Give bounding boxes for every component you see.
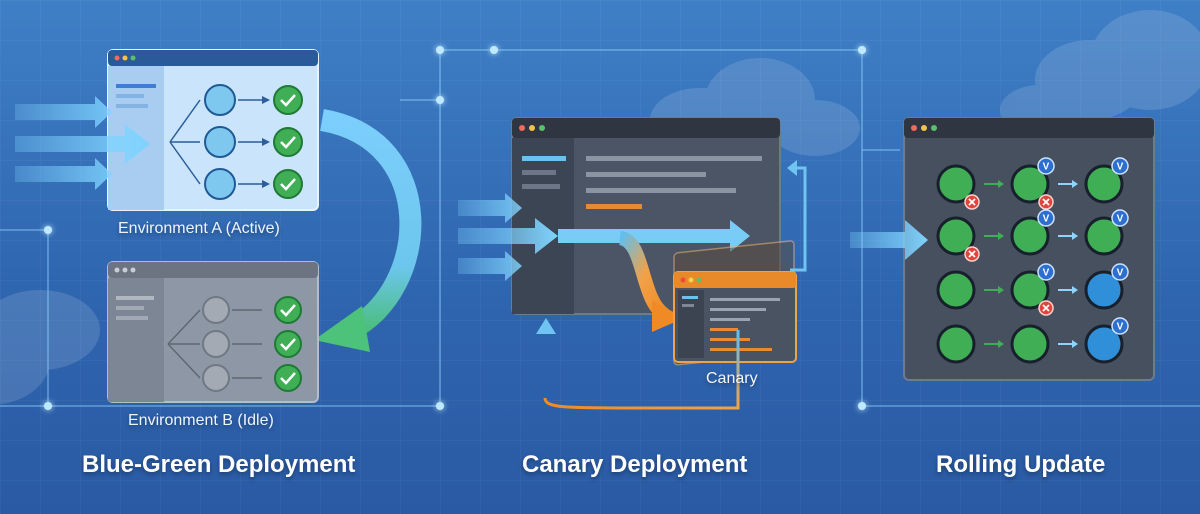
circuit-lines: [0, 49, 1200, 407]
progress-arrow-head: [998, 286, 1004, 294]
rolling-node-grid: V V V V V V V: [936, 157, 1129, 364]
pod-node: [936, 324, 976, 364]
progress-arrow-head: [998, 232, 1004, 240]
rolling-update-title: Rolling Update: [936, 451, 1106, 478]
error-cross: [968, 250, 976, 258]
version-badge-label: V: [1117, 268, 1124, 279]
version-badge-icon: [1037, 209, 1055, 227]
incoming-traffic-arrows: [15, 96, 150, 190]
version-badge-icon: [1111, 263, 1129, 281]
environment-b-label: Environment B (Idle): [128, 412, 274, 429]
pod-node: [1010, 216, 1050, 256]
error-cross: [1042, 198, 1050, 206]
canary-window: [673, 240, 797, 366]
pod-node: [1084, 270, 1124, 310]
pod-node: [1084, 216, 1124, 256]
version-badge-label: V: [1117, 322, 1124, 333]
pod-node: [1084, 164, 1124, 204]
check-icon: [274, 296, 302, 392]
progress-arrow-head: [998, 340, 1004, 348]
version-badge-label: V: [1043, 162, 1050, 173]
environment-b-window: [107, 261, 319, 403]
version-badge-icon: [1037, 263, 1055, 281]
pod-node: [936, 164, 976, 204]
progress-arrow-head: [1072, 286, 1078, 294]
switch-traffic-arrow: [314, 109, 422, 352]
circuit-nodes: [44, 46, 866, 410]
pod-node: [936, 216, 976, 256]
pod-node: [1010, 324, 1050, 364]
rolling-entry-arrow: [850, 220, 928, 260]
canary-feedback-loops: [536, 160, 807, 410]
environment-a-label: Environment A (Active): [118, 220, 280, 237]
canary-traffic-arrows: [458, 193, 750, 332]
progress-arrow-head: [998, 180, 1004, 188]
pod-node: [1084, 324, 1124, 364]
blue-green-title: Blue-Green Deployment: [82, 451, 356, 478]
version-badge-label: V: [1043, 214, 1050, 225]
error-cross: [968, 198, 976, 206]
version-badge-icon: [1037, 157, 1055, 175]
environment-a-flow: [169, 84, 303, 200]
version-badge-icon: [1111, 317, 1129, 335]
progress-arrow-head: [1072, 180, 1078, 188]
pod-node: [936, 270, 976, 310]
progress-arrow-head: [1072, 232, 1078, 240]
version-badge-label: V: [1117, 162, 1124, 173]
progress-arrow-head: [1072, 340, 1078, 348]
version-badge-icon: [1111, 209, 1129, 227]
pod-node: [1010, 270, 1050, 310]
canary-title: Canary Deployment: [522, 451, 748, 478]
canary-label: Canary: [706, 370, 758, 387]
version-badge-icon: [1111, 157, 1129, 175]
version-badge-label: V: [1117, 214, 1124, 225]
pod-node: [1010, 164, 1050, 204]
error-cross: [1042, 304, 1050, 312]
check-icon: [273, 85, 303, 199]
version-badge-label: V: [1043, 268, 1050, 279]
